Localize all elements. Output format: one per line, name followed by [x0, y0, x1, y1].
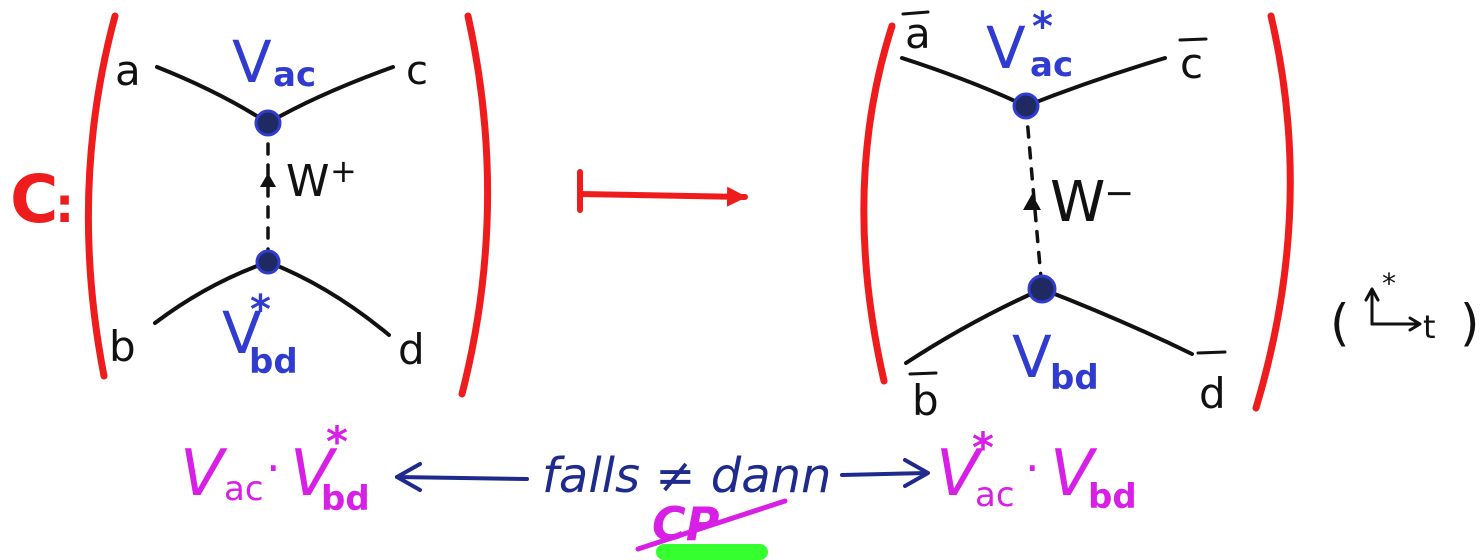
- bottom-right-expr-v2: V: [1050, 437, 1098, 511]
- left-propagator-sup: +: [330, 152, 357, 190]
- right-w-propagator: [1024, 104, 1044, 291]
- right-label-c: c: [1180, 39, 1203, 88]
- bottom-right-expr-s2: bd: [1088, 477, 1137, 517]
- right-line-a: [900, 56, 1028, 108]
- left-line-b: [153, 260, 270, 325]
- right-propagator-W: W: [1050, 170, 1105, 235]
- charge-conjugation-operator: C :: [10, 161, 74, 238]
- left-label-d: d: [398, 325, 425, 374]
- left-top-vertex-V: V: [232, 28, 272, 96]
- side-note-close-paren: ): [1460, 294, 1480, 352]
- left-diagram-brackets: [84, 12, 492, 398]
- left-label-a: a: [115, 46, 141, 95]
- left-label-c: c: [406, 48, 428, 94]
- right-label-a-bar: [901, 10, 930, 16]
- left-line-d: [266, 260, 391, 337]
- right-line-b: [904, 287, 1044, 365]
- right-feynman-diagram: a c b d V * ac V bd W −: [900, 4, 1227, 425]
- bottom-left-arrowhead: [395, 462, 422, 492]
- right-line-d: [1040, 287, 1194, 356]
- bottom-left-expr-v2: V: [290, 437, 338, 511]
- right-top-vertex-sup: *: [1032, 4, 1053, 50]
- side-note: ( ) * t: [1330, 267, 1480, 352]
- maps-to-arrow: [577, 169, 748, 213]
- right-label-d-bar: [1196, 350, 1227, 355]
- side-note-t: t: [1423, 308, 1436, 346]
- left-bottom-vertex-dot: [255, 249, 281, 275]
- right-propagator-sup: −: [1104, 173, 1134, 214]
- right-bottom-vertex-V: V: [1012, 323, 1052, 391]
- operator-symbol: C: [10, 161, 58, 238]
- bottom-right-expr-sup1: *: [972, 423, 994, 472]
- bottom-right-arrow-shaft: [840, 471, 929, 477]
- bottom-right-expr-v1: V: [936, 437, 984, 511]
- side-note-open-paren: (: [1330, 294, 1350, 352]
- maps-to-arrow-shaft: [577, 186, 748, 207]
- side-note-star: *: [1382, 267, 1396, 300]
- left-bottom-vertex-sub: bd: [249, 342, 298, 382]
- right-label-c-bar: [1178, 37, 1208, 42]
- left-diagram-close-bracket: [458, 12, 492, 398]
- right-propagator-arrow: [1023, 194, 1041, 210]
- left-feynman-diagram: a c b d V ac V * bd W +: [109, 28, 428, 382]
- bottom-left-expr-dot: ·: [266, 441, 281, 495]
- right-diagram-open-bracket: [860, 22, 896, 385]
- right-label-d: d: [1199, 369, 1226, 418]
- right-top-vertex-dot: [1012, 92, 1040, 120]
- right-diagram-close-bracket: [1252, 12, 1294, 412]
- right-bottom-vertex-dot: [1027, 274, 1057, 304]
- bottom-right-arrowhead: [903, 458, 930, 488]
- left-bottom-vertex-sup: *: [250, 287, 271, 333]
- cp-note-strike: [635, 498, 788, 552]
- left-bottom-vertex-V: V: [222, 299, 262, 367]
- bottom-left-expr-s2: bd: [321, 479, 370, 519]
- right-line-c: [1024, 56, 1167, 108]
- left-diagram-open-bracket: [84, 12, 119, 380]
- bottom-left-expr-sup2: *: [326, 417, 348, 466]
- left-top-vertex-sub: ac: [273, 55, 316, 95]
- operator-colon: :: [55, 178, 74, 234]
- right-top-vertex-sub: ac: [1030, 45, 1073, 85]
- right-diagram-brackets: [860, 12, 1294, 412]
- side-note-vertical-arrowhead: [1364, 287, 1380, 302]
- right-label-b: b: [912, 376, 939, 425]
- right-bottom-vertex-sub: bd: [1050, 358, 1099, 398]
- bottom-left-expr-v1: V: [180, 437, 228, 511]
- left-label-b: b: [109, 322, 136, 371]
- side-note-horizontal-arrowhead: [1408, 316, 1422, 332]
- bottom-right-expr-dot: ·: [1025, 441, 1040, 495]
- bottom-equation: V ac · V * bd falls ≠ dann V * ac · V bd…: [180, 417, 1137, 560]
- right-label-b-bar: [908, 371, 938, 376]
- left-top-vertex-dot: [254, 109, 282, 137]
- left-propagator-arrow: [260, 173, 276, 187]
- bottom-left-arrow-shaft: [395, 475, 529, 481]
- bottom-middle-text: falls ≠ dann: [542, 448, 831, 504]
- right-label-a: a: [905, 9, 931, 58]
- bottom-right-expr-s1: ac: [975, 475, 1015, 515]
- cp-note-highlight: [656, 544, 768, 560]
- bottom-left-expr-s1: ac: [224, 469, 264, 509]
- right-top-vertex-V: V: [986, 14, 1026, 82]
- left-propagator-W: W: [286, 156, 330, 207]
